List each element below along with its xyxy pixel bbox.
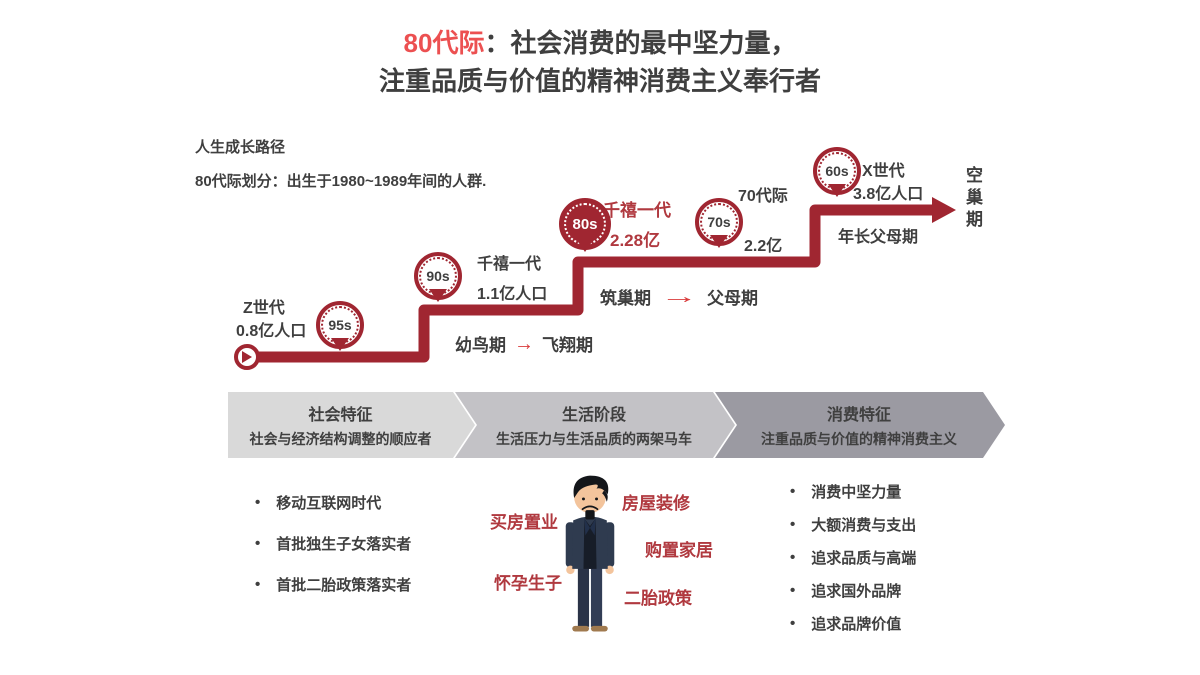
list-item: • 追求品牌价值 [790,613,916,635]
list-item: • 首批二胎政策落实者 [255,574,411,596]
banner-title: 生活阶段 [561,407,626,424]
title-line1: 80代际：社会消费的最中坚力量， [0,24,1200,62]
banner-subtitle: 注重品质与价值的精神消费主义 [761,431,957,447]
banner-subtitle: 生活压力与生活品质的两架马车 [496,431,692,447]
stage-empty-nest: 空巢期 [963,166,982,232]
milestone-70s-name: 70代际 [738,188,788,205]
bullet-icon: • [790,582,796,599]
milestone-80s-name: 千禧一代 [603,201,671,220]
life-event-renovation: 房屋装修 [622,494,690,513]
pin-70s: 70s [695,198,743,246]
stage-nesting-row: 筑巢期 → 父母期 [600,284,758,309]
stage-nesting: 筑巢期 [600,289,651,308]
milestone-zgen-pop: 0.8亿人口 [236,323,307,340]
list-item-label: 首批独生子女落实者 [276,536,412,553]
section-label-growth-path: 人生成长路径 [195,139,286,156]
list-item-label: 追求品牌价值 [811,616,902,633]
bullet-icon: • [790,516,796,533]
pin-80s: 80s [559,198,611,250]
list-item-label: 首批二胎政策落实者 [276,577,412,594]
milestone-90s-pop: 1.1亿人口 [477,286,548,303]
title-highlight: 80代际 [403,28,485,58]
list-item-label: 大额消费与支出 [811,517,917,534]
stage-fledgling-row: 幼鸟期 → 飞翔期 [455,331,593,356]
stage-elder-parents: 年长父母期 [838,229,919,246]
page-title: 80代际：社会消费的最中坚力量， 注重品质与价值的精神消费主义奉行者 [0,24,1200,100]
list-item-label: 追求品质与高端 [811,550,917,567]
milestone-90s-name: 千禧一代 [477,256,542,273]
milestone-80s-pop: 2.28亿 [610,231,661,250]
stage-fledgling: 幼鸟期 [455,336,506,355]
bullet-icon: • [790,615,796,632]
stage-flying: 飞翔期 [542,336,593,355]
banner-life-stage: 生活阶段 生活压力与生活品质的两架马车 [455,392,735,458]
banner-social-traits: 社会特征 社会与经济结构调整的顺应者 [228,392,475,458]
bullet-icon: • [255,576,261,593]
life-event-pregnancy: 怀孕生子 [494,574,562,593]
list-item-label: 消费中坚力量 [811,484,902,501]
stage-arrow-icon: → [514,332,534,355]
play-icon [241,351,258,363]
banner-title: 社会特征 [308,407,373,424]
stage-arrow-icon: → [660,285,698,308]
list-item: • 追求品质与高端 [790,547,916,569]
banner-subtitle: 社会与经济结构调整的顺应者 [249,431,432,447]
title-line2: 注重品质与价值的精神消费主义奉行者 [378,66,821,96]
list-item: • 移动互联网时代 [255,492,411,514]
bullet-icon: • [790,483,796,500]
milestone-zgen-name: Z世代 [243,300,285,317]
pin-90s: 90s [414,252,462,300]
pin-95s: 95s [316,301,364,349]
life-event-two-child-policy: 二胎政策 [624,589,692,608]
life-event-buy-house: 买房置业 [490,513,558,532]
social-traits-list: • 移动互联网时代 • 首批独生子女落实者 • 首批二胎政策落实者 [255,492,411,596]
title-rest: ：社会消费的最中坚力量， [484,28,797,58]
consumption-traits-list: • 消费中坚力量 • 大额消费与支出 • 追求品质与高端 • 追求国外品牌 • 追求品牌价… [790,481,916,635]
person-figure [565,475,615,632]
list-item: • 追求国外品牌 [790,580,916,602]
life-event-furnishing: 购置家居 [645,541,713,560]
milestone-xgen-name: X世代 [862,163,905,180]
banner-consumption-traits: 消费特征 注重品质与价值的精神消费主义 [715,392,1005,458]
path-arrowhead-icon [932,197,956,223]
milestone-xgen-pop: 3.8亿人口 [853,186,924,203]
banner-title: 消费特征 [826,407,891,424]
bullet-icon: • [255,494,261,511]
milestone-70s-pop: 2.2亿 [744,238,783,255]
pin-60s: 60s [813,147,861,195]
list-item: • 消费中坚力量 [790,481,916,503]
definition-text: 80代际划分：出生于1980~1989年间的人群. [195,173,487,190]
list-item-label: 移动互联网时代 [276,495,382,512]
bullet-icon: • [790,549,796,566]
path-start-icon [234,344,260,370]
list-item: • 大额消费与支出 [790,514,916,536]
stage-parenting: 父母期 [707,289,758,308]
list-item: • 首批独生子女落实者 [255,533,411,555]
list-item-label: 追求国外品牌 [811,583,902,600]
bullet-icon: • [255,535,261,552]
